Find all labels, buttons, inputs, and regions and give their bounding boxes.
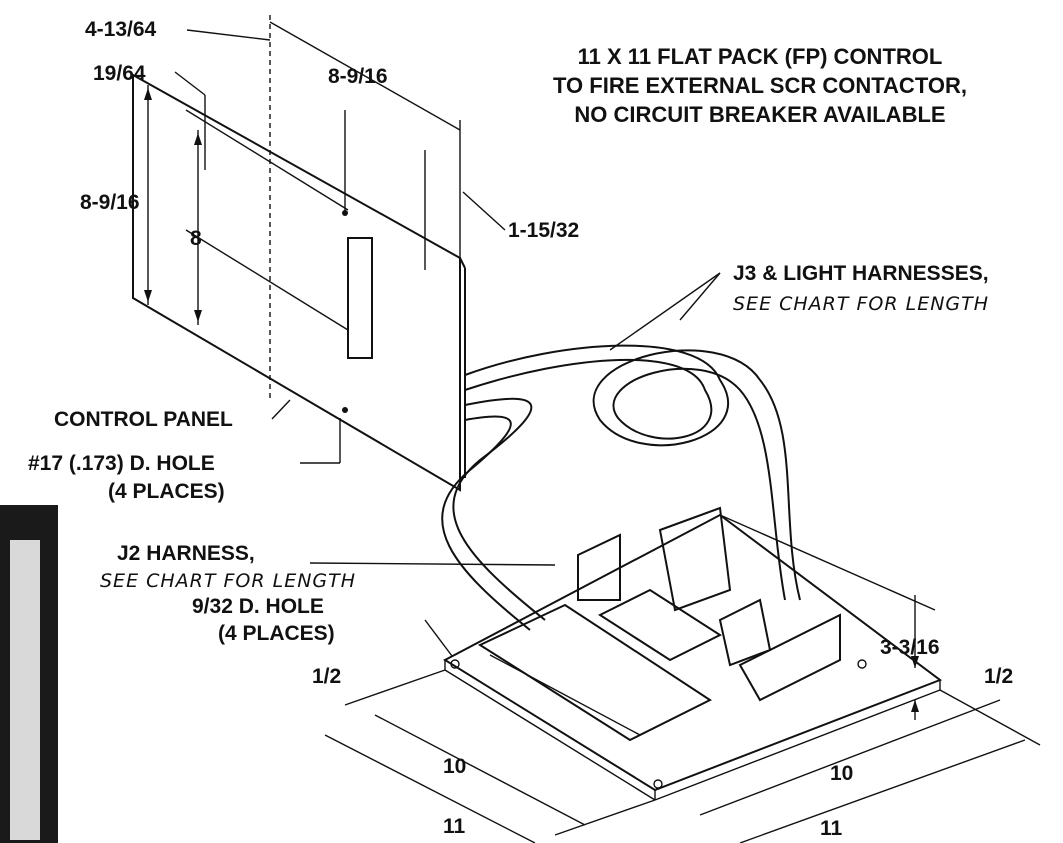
label-j2-line1: J2 HARNESS, [117,542,255,565]
j2-connector-header [477,603,713,742]
label-j3-line2: SEE CHART FOR LENGTH [733,293,989,315]
dim-margin: 19/64 [93,62,146,85]
title-block: 11 X 11 FLAT PACK (FP) CONTROL TO FIRE E… [553,44,967,127]
dim-hole-spacing: 8-9/16 [328,65,388,88]
dim-board-height: 3-3/16 [880,636,940,659]
title-line-1: 11 X 11 FLAT PACK (FP) CONTROL [578,44,943,69]
j2-harness [452,397,546,621]
dim-height-inner: 8 [190,227,202,250]
harness-cables [441,344,801,631]
board-hole [450,659,460,669]
circuit-board [442,506,943,801]
panel-dimension-lines [144,21,506,325]
terminal-bracket [577,533,621,601]
label-j2-line2: SEE CHART FOR LENGTH [100,570,356,592]
dim-board-right-inner: 10 [830,762,853,785]
dim-board-left-outer: 11 [443,815,466,838]
board-hole [653,779,663,789]
label-panel-hole-line2: (4 PLACES) [108,480,225,503]
control-panel [132,15,466,492]
dim-board-left-edge: 1/2 [312,665,341,688]
title-line-3: NO CIRCUIT BREAKER AVAILABLE [574,102,945,127]
dim-board-right-outer: 11 [820,817,843,840]
panel-hole-marker [342,407,348,413]
scan-edge-frame [0,505,58,843]
board-dimension-lines [324,514,1041,843]
label-board-hole-line1: 9/32 D. HOLE [192,595,324,618]
dim-top-offset: 4-13/64 [85,18,157,41]
dim-depth: 1-15/32 [508,219,579,242]
label-panel-hole-line1: #17 (.173) D. HOLE [28,452,215,475]
circuit-board-plate [442,513,943,792]
title-line-2: TO FIRE EXTERNAL SCR CONTACTOR, [553,73,967,98]
inductor [718,598,772,667]
label-board-hole-line2: (4 PLACES) [218,622,335,645]
board-hole [857,659,867,669]
relay-block [738,613,841,702]
relay-connector-header [597,588,723,662]
control-panel-face [132,73,461,492]
dim-board-left-inner: 10 [443,755,466,778]
dim-board-right-edge: 1/2 [984,665,1013,688]
transformer [658,506,732,612]
label-j3-line1: J3 & LIGHT HARNESSES, [733,262,989,285]
display-window [347,237,373,359]
label-control-panel: CONTROL PANEL [54,408,233,431]
callout-leaders [271,272,721,657]
j3-light-harness [464,344,801,601]
dim-height-outer: 8-9/16 [80,191,140,214]
